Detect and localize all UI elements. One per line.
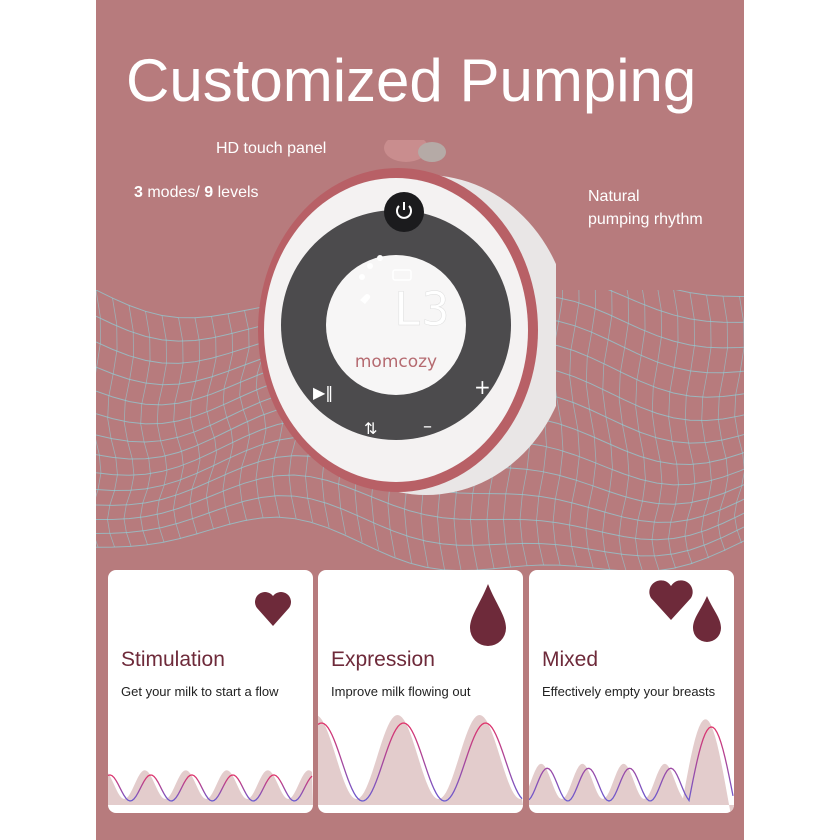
mode-card-stimulation: Stimulation Get your milk to start a flo… xyxy=(108,570,313,813)
wave-chart xyxy=(108,770,313,805)
drop-icon xyxy=(470,584,506,646)
mode-name: Expression xyxy=(331,648,435,671)
minus-icon: – xyxy=(423,416,432,437)
power-icon xyxy=(396,202,412,219)
plus-icon: + xyxy=(474,375,491,399)
battery-icon xyxy=(392,269,412,281)
power-button xyxy=(384,192,424,232)
heart-indicator-icon xyxy=(360,294,371,304)
wave-fill xyxy=(318,715,523,805)
mode-name: Mixed xyxy=(542,648,599,671)
rhythm-line2: pumping rhythm xyxy=(588,211,703,228)
wave-fill xyxy=(529,719,734,813)
wave-chart xyxy=(318,715,523,805)
mode-desc: Effectively empty your breasts xyxy=(542,684,716,699)
mode-desc: Improve milk flowing out xyxy=(331,684,471,699)
wave-chart xyxy=(529,719,734,813)
pump-device: L3 momcozy ▶‖ ⇅ – + xyxy=(258,140,556,495)
modes-count: 3 xyxy=(134,184,143,201)
levels-text: levels xyxy=(213,184,259,201)
hero-panel: Customized Pumping HD touch panel 3 mode… xyxy=(96,0,744,840)
brand-logo: momcozy xyxy=(355,352,437,372)
callout-touch-panel: HD touch panel xyxy=(216,140,327,157)
page-title: Customized Pumping xyxy=(126,47,697,114)
callout-rhythm: Natural pumping rhythm xyxy=(588,185,703,231)
heart-drop-icon xyxy=(649,580,721,642)
mode-card-expression: Expression Improve milk flowing out xyxy=(318,570,523,813)
wave-fill xyxy=(108,770,313,805)
mode-name: Stimulation xyxy=(121,648,225,671)
mode-desc: Get your milk to start a flow xyxy=(121,684,279,699)
wave-line xyxy=(529,726,734,803)
rhythm-line1: Natural xyxy=(588,188,640,205)
play-pause-icon: ▶‖ xyxy=(313,383,333,402)
wave-line xyxy=(108,774,313,802)
modes-text: modes/ xyxy=(142,184,205,201)
wave-line xyxy=(318,722,523,802)
mode-switch-icon: ⇅ xyxy=(364,419,377,438)
mode-card-mixed: Mixed Effectively empty your breasts xyxy=(529,570,734,813)
heart-icon xyxy=(255,592,291,626)
level-display: L3 xyxy=(394,282,449,336)
levels-count: 9 xyxy=(204,184,214,201)
callout-modes: 3 modes/ 9 levels xyxy=(134,181,259,204)
